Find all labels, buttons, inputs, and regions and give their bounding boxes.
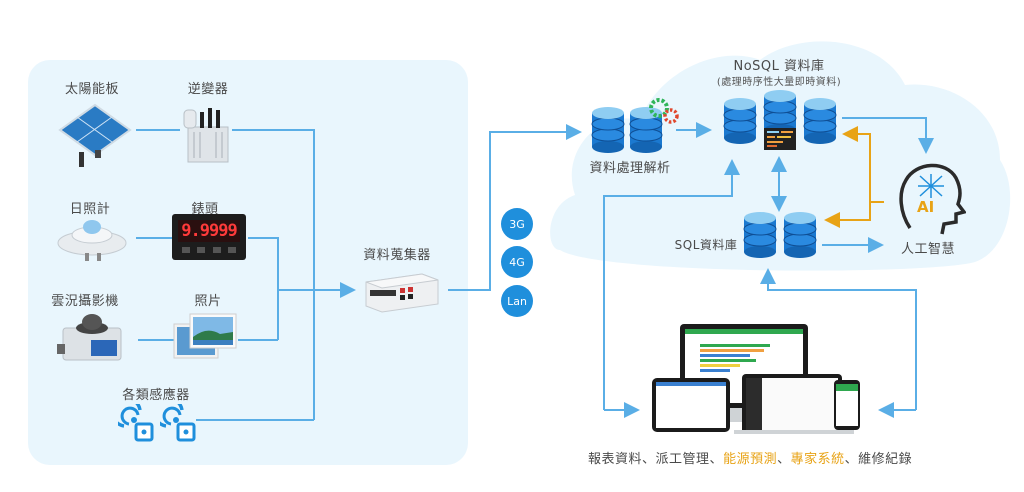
sky-camera-label: 雲況攝影機 (51, 294, 119, 309)
ai-badge: AI (917, 198, 935, 216)
meter-label: 錶頭 (191, 202, 219, 217)
collector-label: 資料蒐集器 (363, 248, 431, 263)
code-terminal-icon (764, 128, 796, 150)
line-trunk (232, 129, 315, 420)
network-badge-lan: Lan (501, 285, 533, 317)
ai-head-icon (899, 163, 966, 235)
inverter-icon (183, 108, 229, 163)
pyranometer-label: 日照計 (69, 202, 111, 217)
nosql-database-icon (723, 90, 837, 150)
sensor-icon (160, 404, 196, 442)
processing-database-icon (591, 107, 663, 153)
solar-panel-label: 太陽能板 (64, 82, 120, 97)
line-meter-trunk (248, 237, 279, 340)
sql-database-icon (743, 212, 817, 258)
apps-caption: 報表資料、派工管理、能源預測、專家系統、維修紀錄 (588, 448, 912, 467)
meter-display: 9.9999 (178, 220, 240, 242)
inverter-label: 逆變器 (187, 82, 229, 97)
arrow-ai-to-nosql (842, 126, 884, 203)
arrow-apps-to-nosql (603, 159, 740, 410)
photos-icon (173, 313, 237, 359)
sensors-label: 各類感應器 (122, 388, 190, 403)
pyranometer-icon (57, 220, 127, 261)
network-badge-3g: 3G (501, 208, 533, 240)
network-badge-4g: 4G (501, 246, 533, 278)
panel-meter-icon: 9.9999 (172, 214, 246, 260)
gears-icon (649, 98, 679, 124)
sensor-icon (118, 404, 154, 442)
caption-dispatch: 派工管理 (655, 452, 710, 467)
nosql-title: NoSQL 資料庫 (733, 59, 825, 74)
caption-energy-forecast: 能源預測 (723, 452, 778, 467)
ai-label: 人工智慧 (900, 242, 956, 257)
caption-reports: 報表資料 (588, 452, 643, 467)
solar-panel-icon (58, 103, 132, 167)
caption-separator: 、 (844, 452, 859, 467)
nosql-subtitle: (處理時序性大量即時資料) (716, 77, 842, 88)
sql-label: SQL資料庫 (674, 238, 738, 252)
caption-expert-system: 專家系統 (790, 452, 845, 467)
app-devices-icon (652, 324, 860, 434)
arrow-nosql-to-ai (842, 117, 934, 154)
caption-separator: 、 (709, 452, 724, 467)
processing-label: 資料處理解析 (589, 161, 671, 176)
photos-label: 照片 (194, 294, 222, 309)
caption-separator: 、 (777, 452, 791, 467)
caption-maintenance: 維修紀錄 (858, 452, 913, 467)
arrow-ai-to-sql (824, 200, 871, 228)
sky-camera-icon (57, 314, 122, 361)
arrow-to-processing (448, 124, 582, 291)
caption-separator: 、 (642, 452, 656, 467)
arrow-apps-to-sql (760, 268, 917, 410)
data-collector-icon (365, 273, 439, 313)
